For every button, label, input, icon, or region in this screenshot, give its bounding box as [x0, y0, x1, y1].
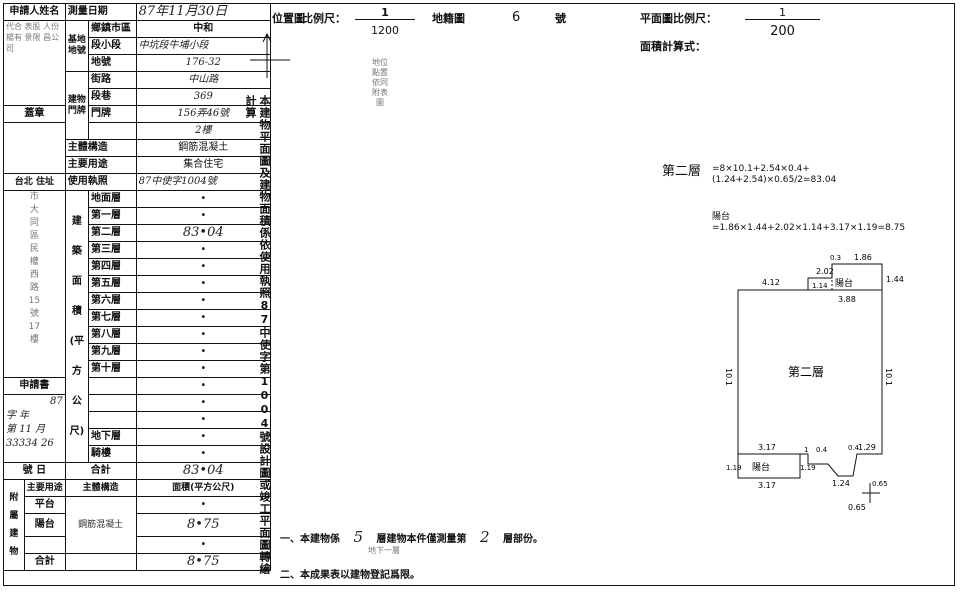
- floor-label: 地面層: [88, 190, 137, 208]
- calc-formula-1: =8×10.1+2.54×0.4+(1.24+2.54)×0.65/2=83.0…: [712, 164, 837, 185]
- floor-label: 第十層: [88, 360, 137, 378]
- applicant-label: 申請人姓名: [3, 3, 66, 21]
- building-door-label: 建物門牌: [64, 71, 90, 140]
- location-scale-label: 比例尺：: [302, 12, 346, 25]
- plan-floor-label: 第二層: [788, 365, 824, 379]
- floor-label: [88, 411, 137, 429]
- note-line-2: 二、本成果表以建物登記爲限。: [280, 570, 420, 581]
- plan-dim: 1.19: [726, 464, 742, 472]
- cadastral-label: 地籍圖: [432, 12, 465, 25]
- location-label: 位置圖: [272, 12, 305, 25]
- plan-balcony-label: 陽台: [835, 277, 853, 289]
- plan-dim: 0.3: [830, 254, 841, 262]
- plan-dim: 3.17: [758, 481, 776, 490]
- attach-header-struct: 主體構造: [64, 479, 137, 497]
- calc-label: 面積計算式：: [640, 40, 706, 53]
- plan-scale-den: 200: [770, 24, 795, 39]
- app-no-label: 申請書: [3, 377, 66, 395]
- attach-struct: 鋼筋混凝土: [64, 496, 137, 554]
- door-label: 門牌: [88, 105, 137, 123]
- app-no-block: 87 字 年 第 11 月 33334 26: [3, 394, 66, 463]
- plan-dim: 1.86: [854, 253, 872, 262]
- attach-total-label: 合計: [23, 553, 66, 571]
- plan-dim: 2.02: [816, 267, 834, 276]
- plan-dim: 10.1: [724, 368, 733, 386]
- total-label: 合計: [64, 462, 137, 480]
- floor-label: 第七層: [88, 309, 137, 327]
- floor-label: 第四層: [88, 258, 137, 276]
- seal-label: 蓋章: [3, 105, 66, 123]
- floor-label: 第五層: [88, 275, 137, 293]
- attach-use: 陽台: [23, 513, 66, 537]
- plan-dim: 1.24: [832, 479, 850, 488]
- floor-label: 第一層: [88, 207, 137, 225]
- plan-dim: 10.1: [884, 368, 893, 386]
- plan-dim: 0.4: [816, 446, 828, 454]
- attach-label: 附屬建物: [3, 479, 25, 571]
- seal-box: [3, 122, 66, 174]
- lot-label: 地號: [88, 54, 137, 72]
- street-label: 街路: [88, 71, 137, 89]
- survey-date: 87年11月30日: [135, 3, 272, 21]
- location-scale-den: 1200: [371, 24, 399, 37]
- floor-label: [88, 394, 137, 412]
- area-label: 建築面積(平方公尺): [64, 190, 90, 463]
- lane-label: 段巷: [88, 88, 137, 106]
- floor-label: 騎樓: [88, 445, 137, 463]
- plan-dim: 1.19: [800, 464, 816, 472]
- north-arrow-icon: [250, 32, 290, 78]
- middle-statement: 本建物平面圖及建物面積係依使用執照87中使字第1004號設計圖或竣工平面圖轉繪計…: [244, 95, 271, 575]
- plan-dim: 1: [804, 446, 808, 454]
- plan-dim: 3.88: [838, 295, 856, 304]
- plan-dim: 4.12: [762, 278, 780, 287]
- floor-plan: 2.02 0.3 1.86 4.12 1.14 1.44 3.88 10.1 1…: [724, 253, 904, 512]
- floor-label: 地下層: [88, 428, 137, 446]
- note-line-1: 一、本建物係 5 層建物本件僅測量第 2 層部份。: [280, 528, 544, 546]
- calc-floor: 第二層: [662, 164, 702, 179]
- floor-label: 第九層: [88, 343, 137, 361]
- attach-use: 平台: [23, 496, 66, 514]
- town-label: 鄉鎮市區: [88, 20, 137, 38]
- cadastral-number: 6: [512, 10, 521, 25]
- plan-balcony-label: 陽台: [752, 461, 770, 473]
- applicant-names: 代合 表股 人份 楊有 景限 昌公司: [3, 20, 66, 106]
- attach-use: [23, 536, 66, 554]
- plan-dim: 0.4: [848, 444, 860, 452]
- location-note: 地位點置依同附表圖: [372, 58, 388, 107]
- plan-dim: 0.65: [848, 503, 866, 512]
- location-scale-num: 1: [355, 6, 415, 20]
- floor-label: 第六層: [88, 292, 137, 310]
- survey-date-label: 測量日期: [64, 3, 137, 21]
- floor-label: 第八層: [88, 326, 137, 344]
- attach-total-value: 8•75: [135, 553, 272, 571]
- floor-label: [88, 377, 137, 395]
- building-form-table: 申請人姓名 測量日期 87年11月30日 代合 表股 人份 楊有 景限 昌公司 …: [3, 3, 272, 571]
- plan-dim: 1.14: [812, 282, 828, 290]
- note-underground: 地下一層: [368, 546, 400, 555]
- plan-dim: 3.17: [758, 443, 776, 452]
- section-label: 段小段: [88, 37, 137, 55]
- cadastral-unit: 號: [555, 12, 566, 25]
- permit-label: 使用執照: [64, 173, 137, 191]
- plan-scale-label: 平面圖比例尺：: [640, 12, 717, 25]
- site-label: 基地地號: [64, 20, 90, 72]
- plan-dim: 0.65: [872, 480, 888, 488]
- plan-dim: 1.29: [858, 443, 876, 452]
- floor-label: 第二層: [88, 224, 137, 242]
- use-label: 主要用途: [64, 156, 137, 174]
- plan-scale-num: 1: [745, 6, 820, 20]
- plan-dim: 1.44: [886, 275, 904, 284]
- structure-label: 主體構造: [64, 139, 137, 157]
- address-label: 台北 住址: [3, 173, 66, 191]
- floor-label: 第三層: [88, 241, 137, 259]
- attach-header-use: 主要用途: [23, 479, 66, 497]
- calc-formula-2: 陽台=1.86×1.44+2.02×1.14+3.17×1.19=8.75: [712, 212, 906, 233]
